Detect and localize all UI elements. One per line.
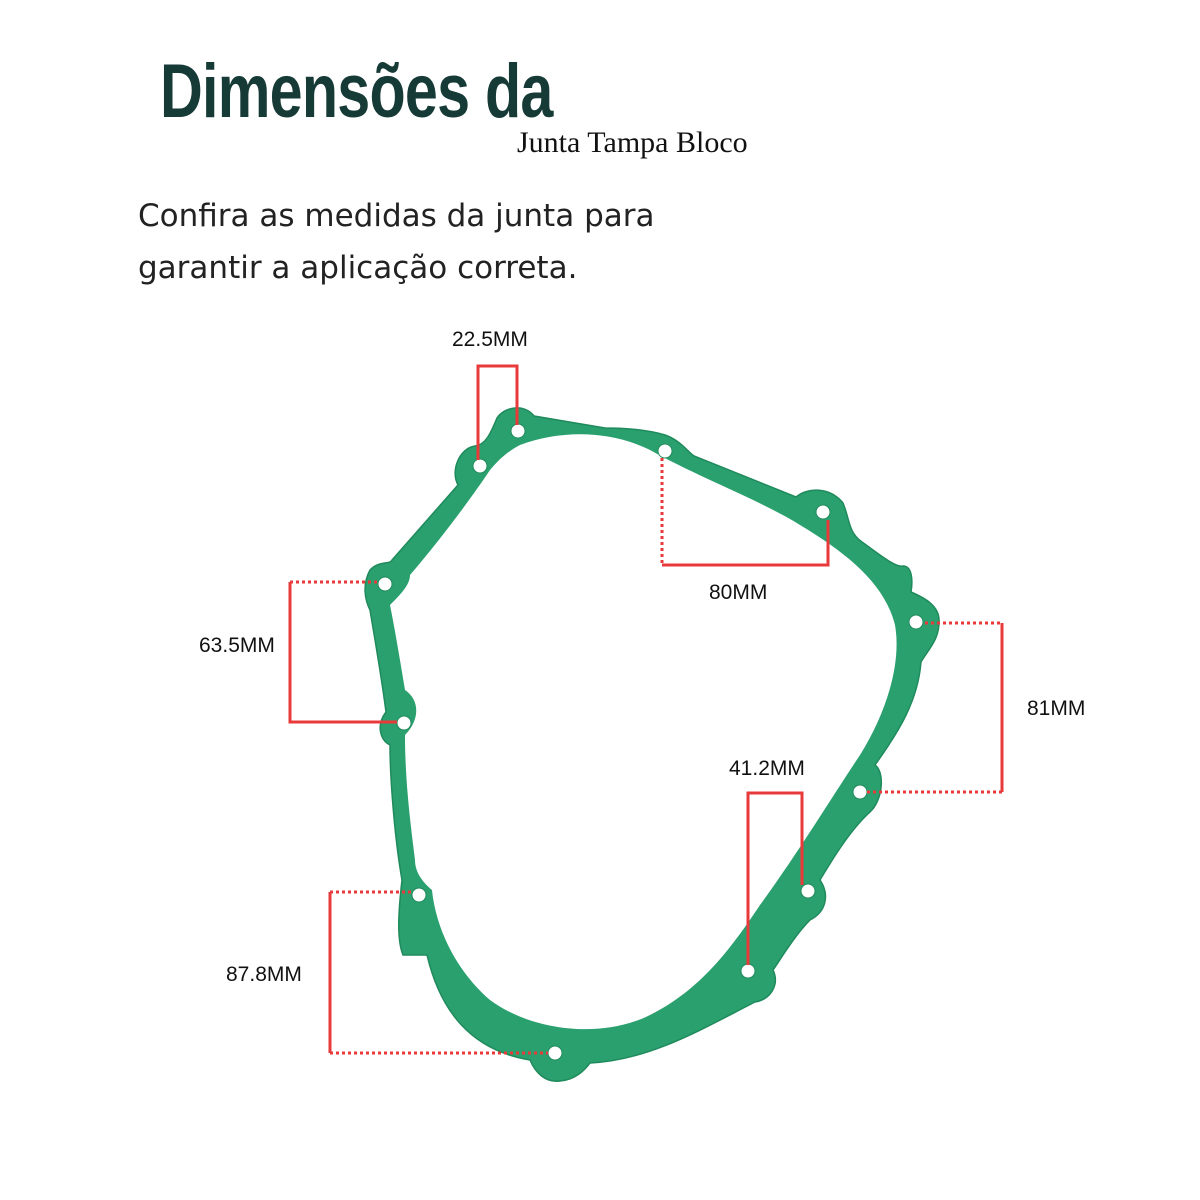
- bolt-hole: [908, 614, 924, 630]
- dimension-label-upper-right: 80MM: [709, 581, 767, 604]
- bolt-hole: [411, 887, 427, 903]
- bolt-hole: [815, 504, 831, 520]
- dimension-top: [476, 364, 519, 460]
- dimension-label-right: 81MM: [1027, 697, 1085, 720]
- bolt-holes: [377, 423, 924, 1061]
- dimension-lines: [288, 364, 1004, 1055]
- bolt-hole: [657, 443, 673, 459]
- dimension-label-lower-right: 41.2MM: [729, 757, 805, 780]
- gasket-inner-opening: [390, 434, 897, 1030]
- bolt-hole: [547, 1045, 563, 1061]
- dimension-left-upper: [288, 580, 397, 724]
- dimension-upper-right: [660, 458, 830, 567]
- dimension-right: [867, 621, 1004, 794]
- bolt-hole: [510, 423, 526, 439]
- bolt-hole: [377, 576, 393, 592]
- bolt-hole: [740, 963, 756, 979]
- intro-text: Confira as medidas da junta para garanti…: [138, 190, 758, 294]
- page-subtitle: Junta Tampa Bloco: [517, 126, 748, 159]
- page-title: Dimensões da: [160, 49, 553, 134]
- intro-line-2: garantir a aplicação correta.: [138, 250, 578, 286]
- bolt-hole: [396, 715, 412, 731]
- dimension-label-top: 22.5MM: [452, 328, 528, 351]
- gasket-icon: [364, 407, 940, 1082]
- dimension-left-lower: [328, 890, 548, 1055]
- bolt-hole: [472, 458, 488, 474]
- bolt-hole: [800, 883, 816, 899]
- dimension-label-left-lower: 87.8MM: [226, 963, 302, 986]
- dimension-lower-right: [746, 791, 804, 965]
- bolt-hole: [852, 784, 868, 800]
- intro-line-1: Confira as medidas da junta para: [138, 198, 655, 234]
- dimension-label-left-upper: 63.5MM: [199, 634, 275, 657]
